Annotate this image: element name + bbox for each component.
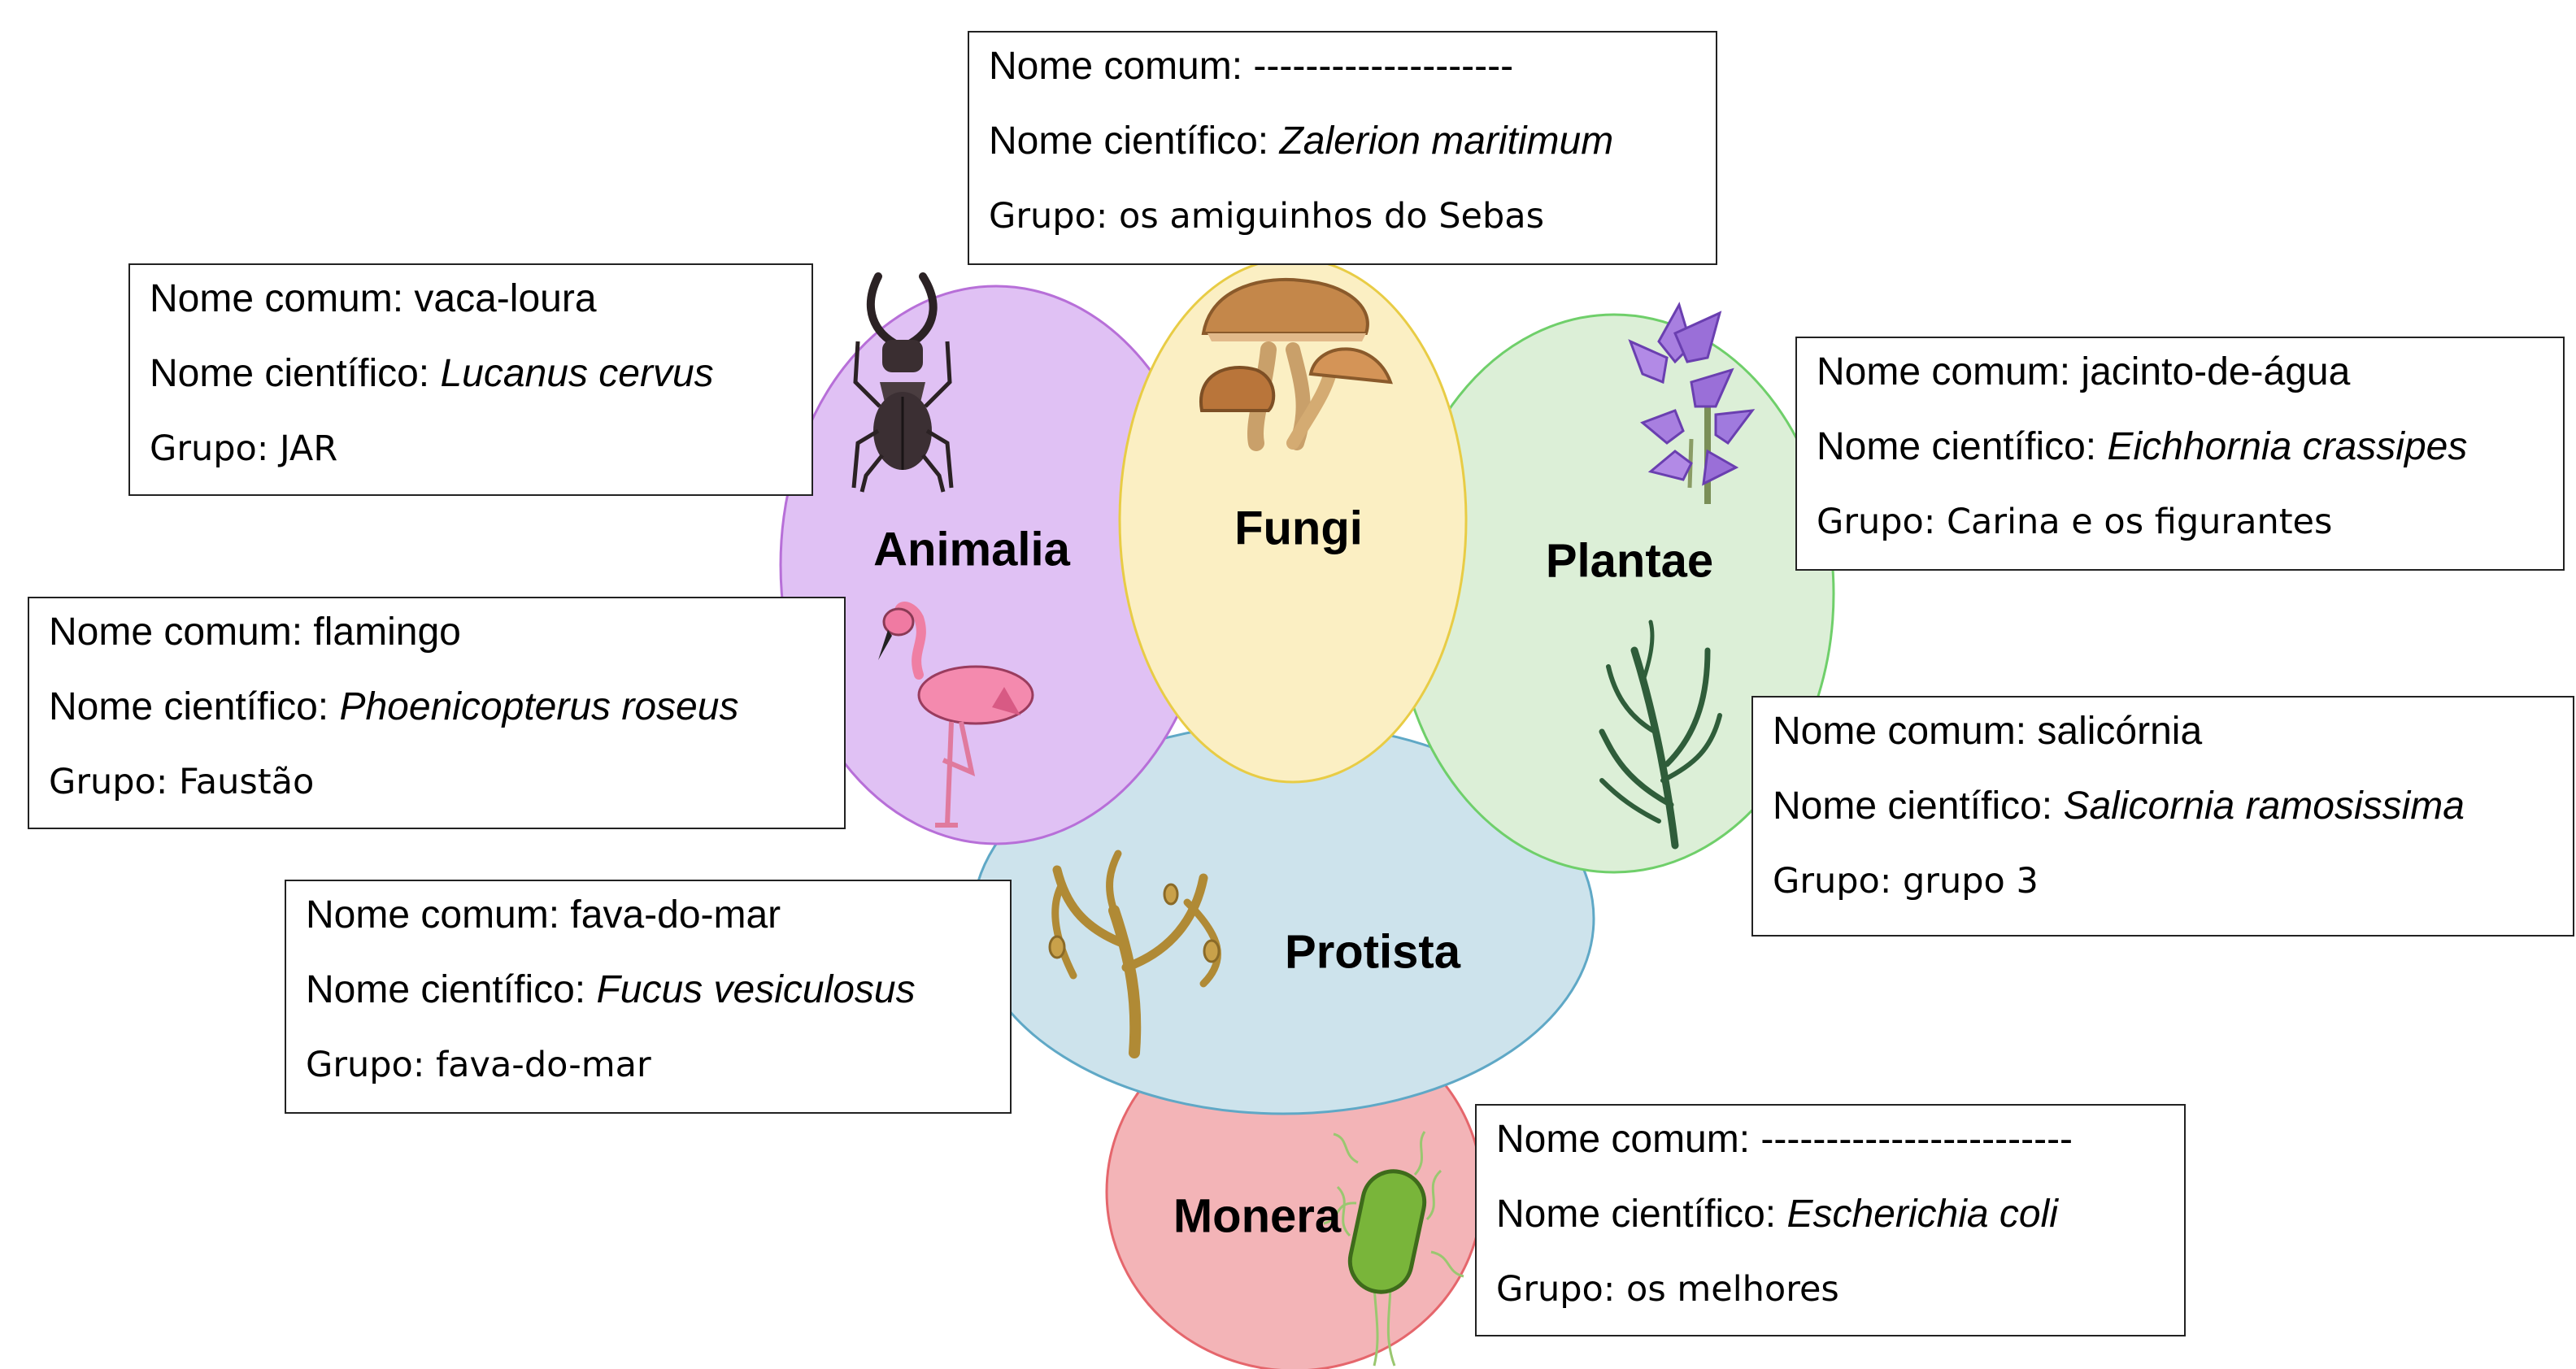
- group-name: Grupo: grupo 3: [1773, 858, 2553, 907]
- scientific-name: Nome científico: Eichhornia crassipes: [1817, 424, 2543, 499]
- group-name: Grupo: os amiguinhos do Sebas: [989, 193, 1696, 242]
- protista-label: Protista: [1285, 925, 1460, 980]
- stag-beetle-icon: [854, 276, 951, 492]
- scientific-name: Nome científico: Escherichia coli: [1496, 1192, 2165, 1267]
- fungi-label: Fungi: [1234, 502, 1363, 556]
- scientific-name: Nome científico: Lucanus cervus: [150, 351, 792, 426]
- animalia-label: Animalia: [873, 523, 1070, 577]
- common-name: Nome comum: vaca-loura: [150, 276, 792, 351]
- scientific-name: Nome científico: Salicornia ramosissima: [1773, 784, 2553, 858]
- common-name: Nome comum: flamingo: [49, 610, 825, 684]
- monera-label: Monera: [1173, 1189, 1341, 1244]
- flamingo-icon: [878, 606, 1033, 825]
- common-name: Nome comum: fava-do-mar: [306, 893, 990, 967]
- flamingo-card: Nome comum: flamingo Nome científico: Ph…: [28, 597, 846, 829]
- bacterium-icon: [1324, 1132, 1464, 1366]
- hyacinth-card: Nome comum: jacinto-de-água Nome científ…: [1795, 337, 2565, 571]
- common-name: Nome comum: salicórnia: [1773, 709, 2553, 784]
- group-name: Grupo: os melhores: [1496, 1267, 2165, 1315]
- common-name: Nome comum: ------------------------: [1496, 1117, 2165, 1192]
- salicornia-card: Nome comum: salicórnia Nome científico: …: [1751, 696, 2574, 937]
- group-name: Grupo: fava-do-mar: [306, 1042, 990, 1091]
- beetle-card: Nome comum: vaca-loura Nome científico: …: [128, 263, 813, 496]
- group-name: Grupo: Carina e os figurantes: [1817, 499, 2543, 548]
- scientific-name: Nome científico: Phoenicopterus roseus: [49, 684, 825, 759]
- scientific-name: Nome científico: Zalerion maritimum: [989, 119, 1696, 193]
- common-name: Nome comum: jacinto-de-água: [1817, 350, 2543, 424]
- ecoli-card: Nome comum: ------------------------ Nom…: [1475, 1104, 2186, 1336]
- salicornia-icon: [1602, 622, 1720, 845]
- group-name: Grupo: Faustão: [49, 759, 825, 808]
- common-name: Nome comum: --------------------: [989, 44, 1696, 119]
- bladderwrack-icon: [1050, 854, 1219, 1053]
- fucus-card: Nome comum: fava-do-mar Nome científico:…: [285, 880, 1012, 1114]
- plantae-label: Plantae: [1546, 534, 1713, 589]
- fungi-card: Nome comum: -------------------- Nome ci…: [968, 31, 1717, 265]
- water-hyacinth-icon: [1630, 305, 1752, 504]
- scientific-name: Nome científico: Fucus vesiculosus: [306, 967, 990, 1042]
- mushroom-icon: [1201, 280, 1390, 443]
- group-name: Grupo: JAR: [150, 426, 792, 475]
